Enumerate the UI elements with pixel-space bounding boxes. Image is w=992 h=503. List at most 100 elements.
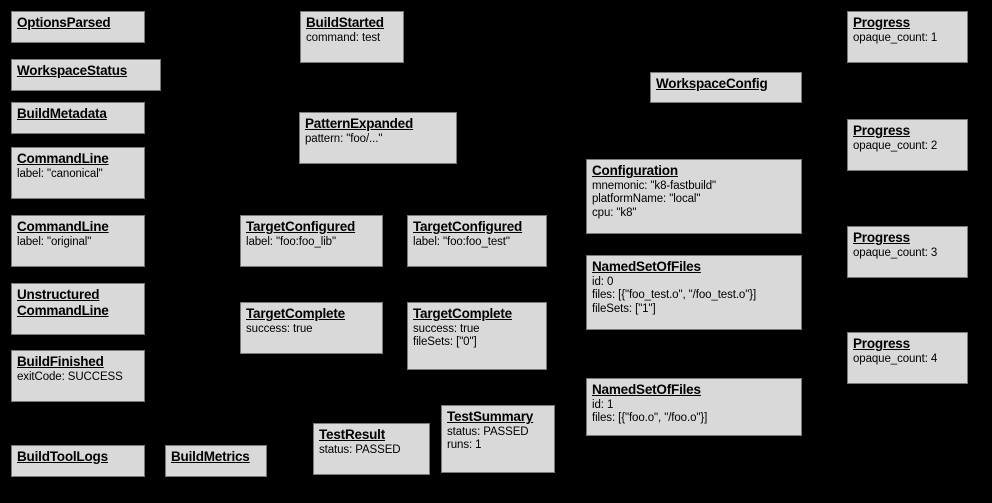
node-title: CommandLine — [17, 219, 139, 235]
node-fields: label: "foo:foo_lib" — [246, 236, 377, 250]
node-title: WorkspaceStatus — [17, 63, 155, 79]
node-field: opaque_count: 3 — [853, 246, 938, 259]
node-title: Progress — [853, 15, 962, 31]
node-title-line: BuildFinished — [17, 354, 104, 369]
node-field: id: 0 — [592, 275, 614, 288]
node-title-line: TargetConfigured — [246, 219, 356, 234]
node-fields: opaque_count: 1 — [853, 32, 962, 46]
node-title: NamedSetOfFiles — [592, 382, 796, 398]
node-field: files: [{"foo.o", "/foo.o"}] — [592, 412, 708, 425]
node-title: TestSummary — [447, 409, 549, 425]
node-field: label: "foo:foo_lib" — [246, 235, 336, 248]
node-title: TargetComplete — [413, 306, 541, 322]
node-fields: opaque_count: 2 — [853, 140, 962, 154]
node-build-tool-logs[interactable]: BuildToolLogs — [11, 445, 145, 477]
node-title-line: Progress — [853, 336, 910, 351]
node-field: success: true — [246, 322, 313, 335]
node-field: label: "foo:foo_test" — [413, 235, 510, 248]
node-fields: label: "original" — [17, 236, 139, 250]
node-title: BuildMetrics — [171, 449, 261, 465]
node-title: Configuration — [592, 163, 796, 179]
node-fields: opaque_count: 4 — [853, 353, 962, 367]
node-field: fileSets: ["0"] — [413, 336, 477, 349]
node-title-line: OptionsParsed — [17, 15, 111, 30]
node-build-metrics[interactable]: BuildMetrics — [165, 445, 267, 477]
node-workspace-status[interactable]: WorkspaceStatus — [11, 59, 161, 91]
node-options-parsed[interactable]: OptionsParsed — [11, 11, 145, 43]
node-title-line: TargetConfigured — [413, 219, 523, 234]
node-title: CommandLine — [17, 151, 139, 167]
node-field: command: test — [306, 31, 381, 44]
node-field: label: "canonical" — [17, 167, 103, 180]
node-field: status: PASSED — [319, 443, 401, 456]
node-title-line: BuildStarted — [306, 15, 384, 30]
node-title-line: Progress — [853, 230, 910, 245]
node-fields: success: true — [246, 323, 377, 337]
node-field: files: [{"foo_test.o", "/foo_test.o"}] — [592, 289, 757, 302]
node-title: BuildToolLogs — [17, 449, 139, 465]
node-title-line: WorkspaceStatus — [17, 63, 128, 78]
node-title-line: Configuration — [592, 163, 678, 178]
node-title: BuildFinished — [17, 354, 139, 370]
node-fields: command: test — [306, 32, 398, 46]
node-fields: status: PASSED — [319, 444, 424, 458]
node-title-line: BuildMetadata — [17, 106, 107, 121]
node-title: OptionsParsed — [17, 15, 139, 31]
node-build-metadata[interactable]: BuildMetadata — [11, 102, 145, 134]
node-title: TargetConfigured — [246, 219, 377, 235]
node-workspace-config[interactable]: WorkspaceConfig — [650, 72, 802, 103]
node-field: exitCode: SUCCESS — [17, 370, 123, 383]
node-title: PatternExpanded — [305, 116, 451, 132]
node-field: pattern: "foo/..." — [305, 132, 383, 145]
node-field: success: true — [413, 322, 480, 335]
node-title: BuildStarted — [306, 15, 398, 31]
node-field: label: "original" — [17, 235, 92, 248]
node-field: runs: 1 — [447, 439, 482, 452]
node-title: Progress — [853, 123, 962, 139]
node-title: Progress — [853, 336, 962, 352]
node-fields: exitCode: SUCCESS — [17, 371, 139, 385]
node-title: WorkspaceConfig — [656, 76, 796, 92]
node-title-line: TargetComplete — [413, 306, 512, 321]
node-title-line: CommandLine — [17, 302, 109, 318]
node-title: NamedSetOfFiles — [592, 259, 796, 275]
node-field: id: 1 — [592, 398, 614, 411]
node-fields: pattern: "foo/..." — [305, 133, 451, 147]
node-title-line: TargetComplete — [246, 306, 345, 321]
node-title-line: Unstructured — [17, 287, 100, 302]
node-field: opaque_count: 1 — [853, 31, 938, 44]
node-title-line: NamedSetOfFiles — [592, 259, 701, 274]
node-progress-4[interactable]: Progress opaque_count: 4 — [847, 332, 968, 384]
node-field: opaque_count: 2 — [853, 139, 938, 152]
node-field: cpu: "k8" — [592, 207, 637, 220]
node-title: Progress — [853, 230, 962, 246]
node-field: fileSets: ["1"] — [592, 303, 656, 316]
node-field: mnemonic: "k8-fastbuild" — [592, 179, 717, 192]
node-title-line: BuildToolLogs — [17, 449, 108, 464]
node-title-line: BuildMetrics — [171, 449, 250, 464]
